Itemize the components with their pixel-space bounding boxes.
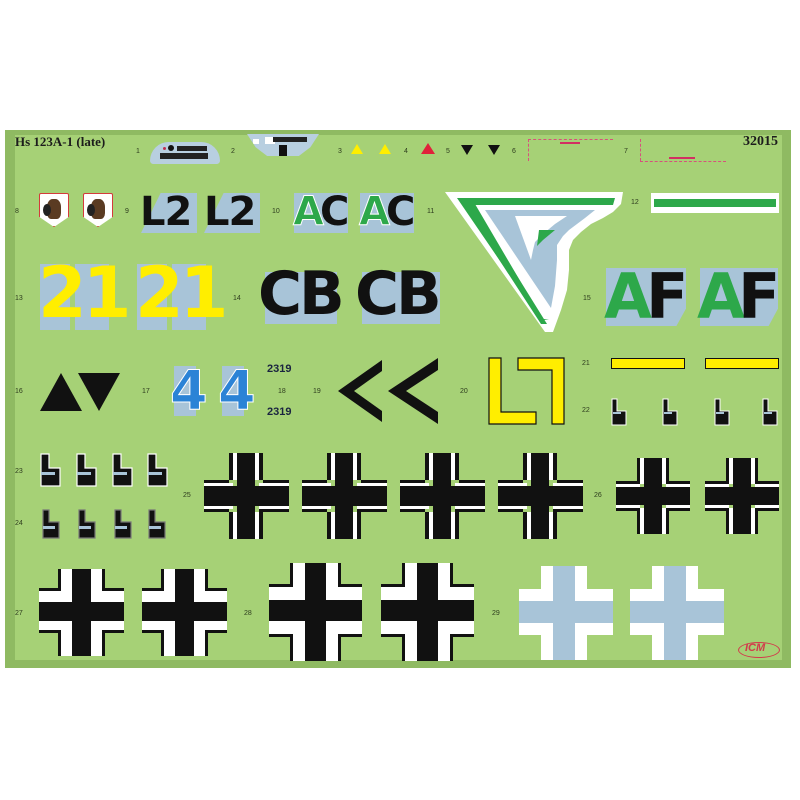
number-21: 21 — [135, 252, 228, 334]
yellow-L-bracket — [488, 357, 565, 425]
balkenkreuz-medium-row — [616, 458, 779, 534]
serial-2319: 2319 — [267, 363, 292, 375]
black-triangle-up-icon — [40, 373, 82, 411]
number-background — [222, 366, 244, 416]
yellow-triangle-icon — [351, 144, 363, 154]
code-AF-letter-F: F — [646, 260, 688, 333]
yellow-bar — [611, 358, 685, 369]
brand-logo: ICM — [738, 640, 780, 660]
decal-number: 23 — [15, 468, 23, 475]
decal-number: 21 — [582, 360, 590, 367]
decal-number: 9 — [125, 208, 129, 215]
code-AF-letter-A: A — [697, 260, 745, 333]
decal-number: 1 — [136, 148, 140, 155]
black-inverted-triangle-icon — [488, 145, 500, 155]
brand-logo-text: ICM — [745, 642, 766, 654]
decal-number: 5 — [446, 148, 450, 155]
decal-number: 6 — [512, 148, 516, 155]
code-background — [265, 272, 337, 324]
swastika-half-grid — [40, 453, 168, 539]
balkenkreuz-large-row — [204, 453, 583, 539]
decal-number: 13 — [15, 295, 23, 302]
decal-number: 2 — [231, 148, 235, 155]
stencil-frame-1-edge — [528, 139, 529, 161]
black-triangle-down-icon — [78, 373, 120, 411]
number-21: 21 — [38, 252, 131, 334]
code-background — [606, 268, 686, 326]
code-background — [360, 193, 414, 233]
decal-number: 20 — [460, 388, 468, 395]
decal-number: 4 — [404, 148, 408, 155]
code-L2: L2 — [204, 189, 256, 235]
decal-number: 17 — [142, 388, 150, 395]
black-inverted-triangle-icon — [461, 145, 473, 155]
decal-number: 8 — [15, 208, 19, 215]
decal-number: 25 — [183, 492, 191, 499]
code-AC-letter-A: A — [293, 189, 325, 235]
serial-2319: 2319 — [267, 406, 292, 418]
decal-number: 15 — [583, 295, 591, 302]
balkenkreuz-large-white-row — [269, 563, 474, 661]
decal-number: 27 — [15, 610, 23, 617]
stencil-label — [669, 157, 695, 159]
instrument-panel-2 — [247, 134, 319, 156]
chevron-stripe — [445, 192, 623, 332]
decal-number: 10 — [272, 208, 280, 215]
instrument-panel-1 — [150, 142, 220, 164]
code-CB: CB — [258, 259, 345, 329]
black-chevrons-icon — [338, 358, 438, 424]
code-AF-letter-A: A — [604, 260, 652, 333]
decal-number: 26 — [594, 492, 602, 499]
decal-number: 7 — [624, 148, 628, 155]
number-background — [137, 264, 167, 330]
code-AC-letter-A: A — [359, 189, 391, 235]
catalog-number: 32015 — [743, 134, 778, 149]
code-L2: L2 — [140, 189, 192, 235]
red-triangle-icon — [421, 143, 435, 154]
decal-number: 22 — [582, 407, 590, 414]
code-CB: CB — [355, 259, 442, 329]
number-background — [40, 264, 70, 330]
number-4: 4 — [218, 359, 257, 422]
stencil-frame-1 — [528, 139, 613, 140]
decal-number: 11 — [427, 208, 435, 215]
code-background — [362, 272, 440, 324]
decal-number: 28 — [244, 610, 252, 617]
swastika-half-row — [611, 398, 778, 426]
code-background — [700, 268, 778, 326]
balkenkreuz-wide-white-row — [39, 569, 227, 656]
stencil-frame-2 — [640, 161, 726, 162]
code-AC-letter-C: C — [320, 189, 349, 235]
decal-number: 3 — [338, 148, 342, 155]
balkenkreuz-light-blue-row — [519, 566, 724, 660]
green-stripe-backing — [651, 193, 779, 213]
decal-number: 16 — [15, 388, 23, 395]
code-AF-letter-F: F — [738, 260, 780, 333]
stencil-frame-2-edge — [640, 139, 641, 161]
yellow-bar — [705, 358, 779, 369]
decal-number: 24 — [15, 520, 23, 527]
decal-number: 29 — [492, 610, 500, 617]
yellow-triangle-icon — [379, 144, 391, 154]
number-4: 4 — [170, 359, 209, 422]
code-background — [294, 193, 348, 233]
number-background — [75, 264, 109, 330]
number-background — [172, 264, 206, 330]
decal-number: 19 — [313, 388, 321, 395]
stencil-label — [560, 142, 580, 144]
decal-number: 18 — [278, 388, 286, 395]
code-AC-letter-C: C — [386, 189, 415, 235]
green-stripe — [654, 199, 776, 207]
decal-number: 12 — [631, 199, 639, 206]
decal-number: 14 — [233, 295, 241, 302]
number-background — [174, 366, 196, 416]
sheet-title: Hs 123A-1 (late) — [15, 134, 106, 149]
